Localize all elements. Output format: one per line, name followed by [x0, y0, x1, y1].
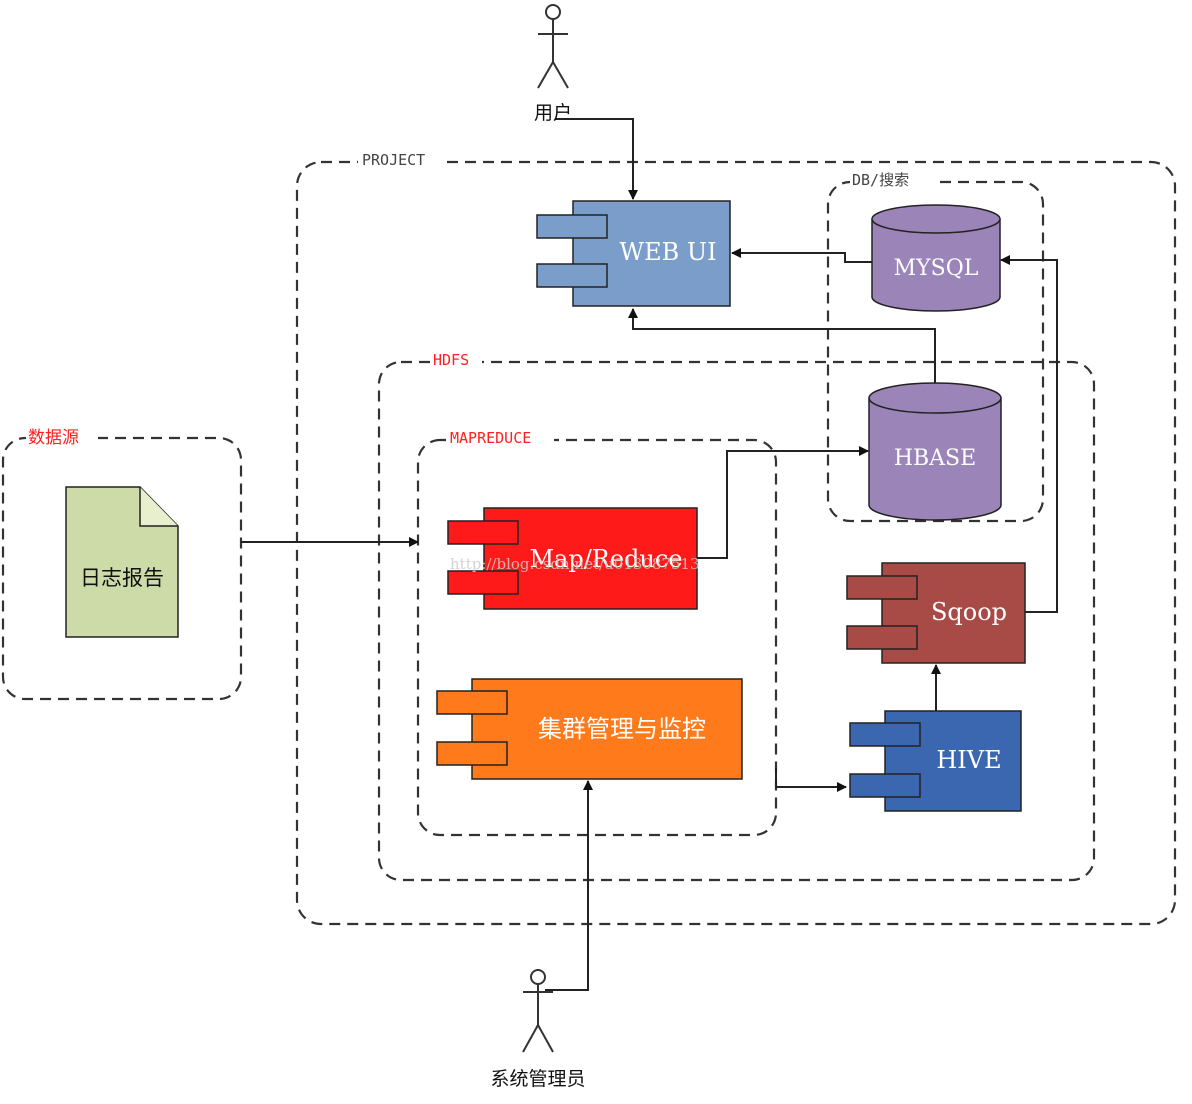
- page-fold-icon: [139, 487, 178, 527]
- log-report-label: 日志报告: [80, 566, 164, 590]
- hive-label: HIVE: [936, 746, 1001, 774]
- component-tab-icon: [436, 741, 508, 766]
- mapreduce-group: MAPREDUCE: [416, 428, 778, 837]
- component-tab-icon: [536, 214, 608, 239]
- mapreduce-group-label: MAPREDUCE: [450, 429, 531, 447]
- db-search-group-label: DB/搜索: [852, 171, 909, 189]
- web-ui-component: WEB UI: [536, 200, 731, 307]
- admin-actor: 系统管理员: [490, 969, 586, 1090]
- hdfs-group: HDFS: [377, 350, 1096, 882]
- sqoop-to-mysql-arrow: [1000, 255, 1058, 613]
- component-tab-icon: [849, 722, 921, 747]
- mysql-database: MYSQL: [871, 204, 1001, 312]
- map-reduce-label: Map/Reduce: [529, 545, 682, 573]
- component-tab-icon: [536, 263, 608, 288]
- cluster-management-label: 集群管理与监控: [538, 715, 706, 743]
- hdfs-group-label: HDFS: [433, 351, 469, 369]
- log-report-document: 日志报告: [65, 486, 179, 638]
- component-tab-icon: [846, 575, 918, 600]
- component-tab-icon: [846, 625, 918, 650]
- hbase-database: HBASE: [868, 382, 1002, 521]
- project-group-label: PROJECT: [362, 151, 425, 169]
- hive-component: HIVE: [849, 710, 1022, 812]
- mysql-label: MYSQL: [894, 256, 979, 281]
- user-to-webui-arrow: [555, 118, 638, 200]
- user-stick-figure-icon: [537, 4, 569, 89]
- user-actor: 用户: [534, 4, 572, 124]
- hbase-to-webui-arrow: [628, 308, 936, 384]
- watermark-text: http://blog.csdn.net/u013087513: [450, 555, 700, 573]
- sqoop-component: Sqoop: [846, 562, 1026, 664]
- connectors: [241, 118, 1058, 991]
- mapreduce-to-hive-arrow: [775, 768, 847, 792]
- admin-to-cluster-arrow: [545, 780, 593, 991]
- web-ui-label: WEB UI: [619, 238, 716, 266]
- component-tab-icon: [849, 773, 921, 798]
- sqoop-label: Sqoop: [931, 598, 1007, 626]
- admin-stick-figure-icon: [522, 969, 554, 1053]
- hbase-label: HBASE: [894, 446, 976, 471]
- component-tab-icon: [447, 520, 519, 545]
- mysql-to-webui-arrow: [731, 248, 872, 263]
- component-tab-icon: [436, 690, 508, 715]
- admin-label: 系统管理员: [490, 1068, 585, 1090]
- data-source-group: 数据源: [1, 426, 243, 701]
- user-label: 用户: [534, 102, 572, 124]
- data-source-group-label: 数据源: [28, 428, 79, 448]
- db-search-group: DB/搜索: [826, 170, 1045, 523]
- cluster-management-component: 集群管理与监控: [436, 678, 743, 780]
- project-group: PROJECT: [295, 150, 1177, 926]
- mapreduce-to-hbase-arrow: [697, 446, 869, 559]
- map-reduce-component: Map/Reduce: [447, 507, 698, 610]
- component-tab-icon: [447, 570, 519, 595]
